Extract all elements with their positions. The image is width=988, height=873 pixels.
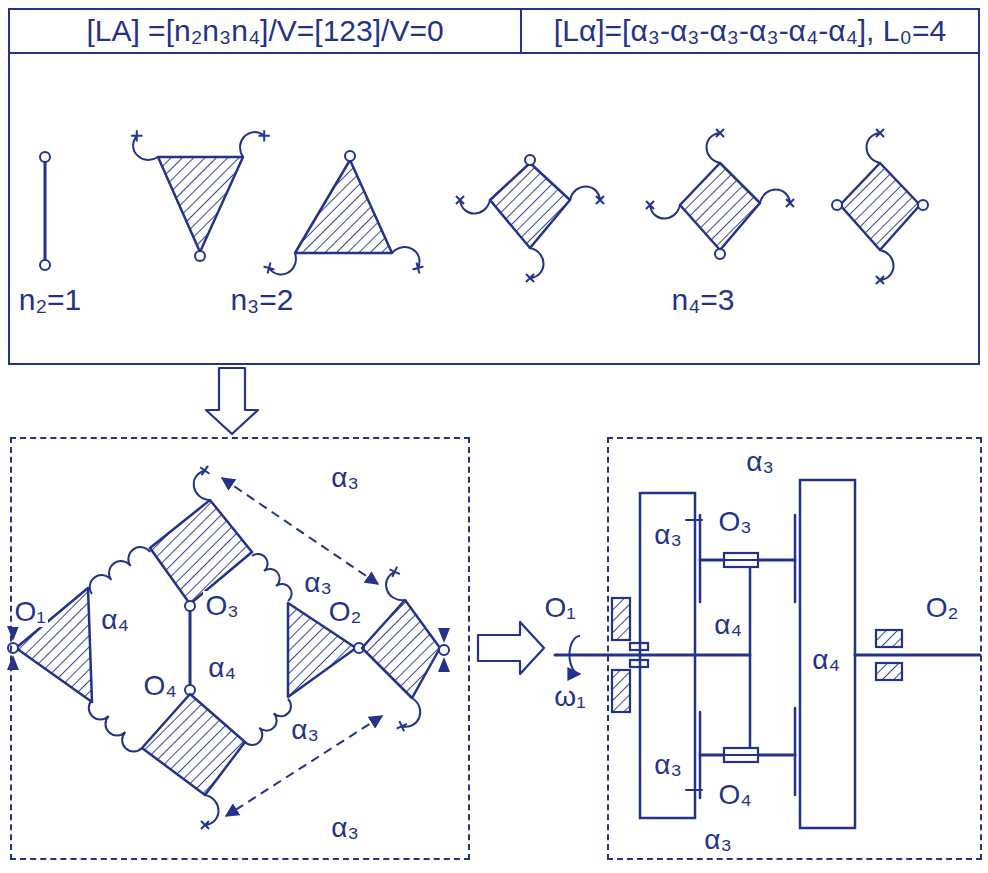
link-label: α₃ (652, 750, 684, 780)
open-pair-hook (526, 248, 544, 282)
formula-cell: [LA] =[n₂n₃n₄]/V=[123]/V=0 (8, 8, 522, 54)
formula-cell: [Lα]=[α₃-α₃-α₃-α₃-α₄-α₄], L₀=4 (520, 8, 980, 54)
joint (40, 260, 50, 270)
bearing (724, 748, 758, 762)
link-label: n₃=2 (228, 284, 295, 316)
output-marker (438, 657, 450, 672)
closure-arrow (222, 478, 378, 584)
open-pair-hook (397, 697, 425, 735)
planet-shaft (724, 559, 758, 561)
joint (525, 155, 535, 165)
quaternary-link (490, 163, 570, 248)
input-shaft (555, 654, 750, 657)
ternary-link (295, 160, 392, 253)
link-label: n₄=3 (669, 284, 736, 316)
open-pair-hook (191, 466, 214, 503)
link-label: O₁ (12, 597, 47, 627)
joint (439, 645, 449, 655)
link-label: O₁ (542, 593, 577, 623)
open-pair-hook (867, 129, 885, 163)
open-pair-hook (646, 201, 680, 219)
gear (800, 480, 855, 828)
open-pair-hook (390, 241, 428, 273)
link-label: α₄ (206, 653, 238, 683)
open-pair-hook (264, 250, 302, 282)
joint (918, 200, 928, 210)
joint (832, 200, 842, 210)
joint (715, 249, 725, 259)
quaternary-link (150, 500, 252, 604)
ground-hatch (612, 670, 630, 712)
carrier (749, 560, 752, 755)
binary-link (44, 160, 47, 262)
link-label: O₄ (141, 671, 178, 701)
open-pair-hook (381, 567, 409, 605)
link-label: α₃ (744, 447, 776, 477)
link-panel: n₂=1 n₃=2 n₄=3 (8, 52, 980, 365)
link-label: ω₁ (552, 682, 587, 712)
open-pair-hook (876, 250, 894, 284)
joint (40, 152, 50, 162)
joint (185, 601, 195, 611)
open-pair-hook (233, 123, 269, 159)
rotation-arrow (569, 636, 580, 674)
ground-hatch (876, 663, 902, 680)
bearing (724, 553, 758, 567)
quaternary-link (142, 694, 245, 795)
link-label: α₃ (329, 463, 361, 493)
planet-shaft (724, 754, 758, 756)
link-label: O₃ (716, 507, 753, 537)
joint-cloud (245, 699, 291, 745)
planet-gear (794, 708, 797, 795)
joint (195, 251, 205, 261)
joint (345, 151, 355, 161)
joint-cloud (252, 554, 292, 601)
link-label: O₂ (327, 597, 364, 627)
open-pair-hook (760, 190, 794, 208)
link-label: O₄ (716, 780, 753, 810)
quaternary-link (680, 163, 760, 250)
link-label: O₂ (924, 593, 961, 623)
link-label: α₃ (302, 568, 334, 598)
binary-link (189, 611, 192, 685)
input-marker (7, 626, 19, 641)
link-label: α₃ (289, 715, 321, 745)
hollow-arrow (206, 368, 258, 434)
link-label: O₃ (203, 591, 240, 621)
closure-arrow (226, 716, 382, 816)
joint-cloud (89, 700, 142, 752)
open-pair-hook (201, 795, 219, 829)
hollow-arrow (478, 622, 544, 674)
link-label: α₄ (99, 605, 131, 635)
open-pair-hook (570, 187, 604, 205)
link-label: n₂=1 (17, 284, 84, 316)
link-label: α₄ (712, 610, 744, 640)
scheme-box: α₃O₃α₃O₁O₂α₄α₄ω₁α₃O₄α₃ (607, 437, 982, 860)
link-label: α₄ (810, 645, 842, 675)
output-marker (438, 628, 450, 643)
formula-text: [LA] =[n₂n₃n₄]/V=[123]/V=0 (84, 15, 445, 47)
input-marker (7, 655, 19, 670)
open-pair-hook (456, 196, 490, 214)
graph-box: α₃ α₃ O₃ O₁ O₂ α₄ α₄ O₄ α₃ α₃ (10, 437, 470, 860)
quaternary-link (362, 600, 440, 698)
link-label: α₃ (652, 520, 684, 550)
open-pair-hook (124, 130, 160, 166)
joint-cloud (90, 547, 150, 594)
output-shaft (855, 654, 980, 657)
link-label: α₃ (702, 825, 734, 855)
open-pair-hook (707, 129, 725, 163)
ground-hatch (876, 630, 902, 647)
formula-text: [Lα]=[α₃-α₃-α₃-α₃-α₄-α₄], L₀=4 (552, 15, 948, 47)
link-label: α₃ (329, 813, 361, 843)
ground-hatch (612, 598, 630, 640)
gear (640, 493, 695, 818)
ternary-link (158, 157, 243, 252)
quaternary-link (840, 163, 920, 250)
